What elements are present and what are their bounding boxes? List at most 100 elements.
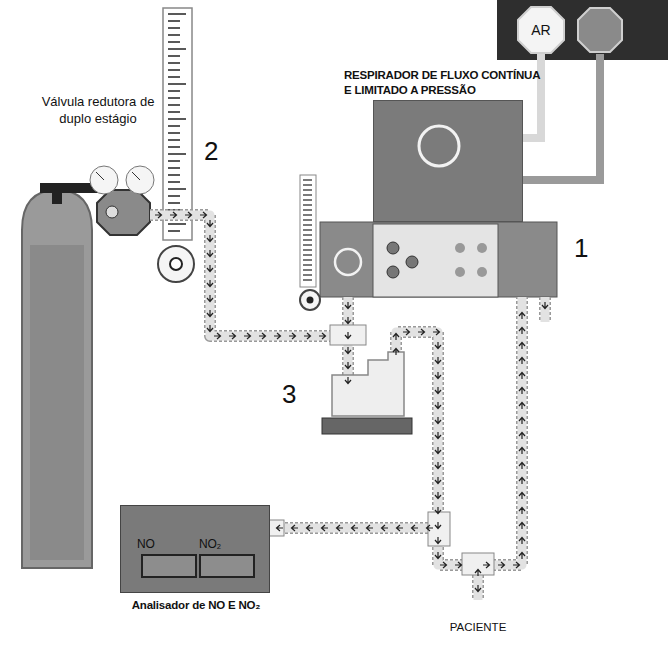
scale-tick bbox=[168, 195, 180, 197]
node-heading: RESPIRADOR DE FLUXO CONTÍNUA E LIMITADO … bbox=[344, 68, 544, 97]
sampling-tee bbox=[428, 512, 450, 546]
flow-arrow bbox=[307, 525, 314, 531]
flow-arrow bbox=[345, 362, 351, 369]
no-no2-analyzer: Analisador de NO E NO₂NONO₂ bbox=[120, 505, 270, 593]
flow-arrow bbox=[200, 212, 207, 218]
tube bbox=[541, 297, 550, 322]
scale-tick bbox=[303, 214, 312, 215]
scale-tick bbox=[303, 194, 312, 195]
arrow-stroke bbox=[345, 302, 351, 309]
control-panel bbox=[373, 224, 498, 297]
flow-arrow bbox=[435, 417, 441, 424]
respirator-base bbox=[320, 222, 557, 297]
flow-arrow bbox=[519, 418, 525, 425]
flow-arrow bbox=[542, 302, 548, 309]
scale-tick bbox=[303, 254, 312, 255]
node-heading: NO bbox=[137, 537, 205, 552]
flow-arrow bbox=[519, 343, 525, 350]
flow-arrow bbox=[435, 477, 441, 484]
analyzer-port bbox=[268, 520, 284, 536]
scale-tick bbox=[168, 34, 180, 36]
flow-arrow bbox=[435, 402, 441, 409]
tube bbox=[539, 297, 551, 322]
flow-arrow bbox=[214, 333, 221, 339]
dial bbox=[335, 249, 361, 275]
arrow-stroke bbox=[170, 212, 177, 218]
scale-tick bbox=[168, 69, 180, 71]
arrow-stroke bbox=[435, 402, 441, 409]
flow-arrow bbox=[435, 507, 441, 514]
flow-arrow bbox=[435, 342, 441, 349]
arrow-stroke bbox=[519, 463, 525, 470]
arrow-stroke bbox=[244, 333, 251, 339]
oxygen-outlet bbox=[578, 8, 622, 52]
flow-arrow bbox=[345, 377, 351, 384]
scale-tick bbox=[303, 224, 312, 225]
scale-tick bbox=[168, 230, 180, 232]
scale-tick bbox=[303, 274, 312, 275]
flow-arrow bbox=[207, 265, 213, 272]
scale-tick bbox=[303, 279, 312, 280]
tube bbox=[150, 215, 336, 336]
arrow-stroke bbox=[207, 295, 213, 302]
arrow-stroke bbox=[519, 313, 525, 320]
flow-arrow bbox=[367, 525, 374, 531]
arrow-stroke bbox=[207, 280, 213, 287]
respirator-ring bbox=[373, 100, 523, 222]
flow-knob bbox=[300, 290, 320, 310]
flow-arrow bbox=[475, 570, 481, 577]
scale-tick bbox=[168, 76, 180, 78]
arrow-stroke bbox=[435, 342, 441, 349]
tube bbox=[270, 524, 438, 533]
callout-number: 2 bbox=[204, 135, 234, 169]
arrow-stroke bbox=[483, 562, 490, 568]
flow-arrow bbox=[345, 347, 351, 354]
flow-arrow bbox=[207, 220, 213, 227]
arrow-stroke bbox=[185, 212, 192, 218]
flow-arrow bbox=[435, 492, 441, 499]
scale-tick bbox=[303, 204, 312, 205]
flow-arrow bbox=[345, 317, 351, 324]
arrow-stroke bbox=[455, 562, 462, 568]
flow-arrow bbox=[519, 463, 525, 470]
button bbox=[455, 267, 465, 277]
arrow-stroke bbox=[319, 333, 326, 339]
arrow-stroke bbox=[435, 372, 441, 379]
flow-arrow bbox=[513, 562, 520, 568]
arrow-stroke bbox=[435, 537, 441, 544]
flow-arrow bbox=[498, 562, 505, 568]
scale-tick bbox=[168, 48, 186, 50]
flow-arrow bbox=[519, 388, 525, 395]
flowmeter-tube bbox=[300, 175, 316, 287]
flow-arrow bbox=[435, 522, 441, 529]
scale-tick bbox=[168, 202, 180, 204]
flow-arrow bbox=[435, 357, 441, 364]
tube bbox=[478, 297, 522, 565]
flow-arrow bbox=[418, 329, 425, 335]
gas-cylinder bbox=[22, 190, 92, 568]
arrow-stroke bbox=[519, 523, 525, 530]
arrow-stroke bbox=[435, 357, 441, 364]
flow-arrow bbox=[519, 493, 525, 500]
flow-arrow bbox=[322, 525, 329, 531]
flow-arrow bbox=[207, 325, 213, 332]
tube bbox=[270, 522, 438, 534]
arrow-stroke bbox=[345, 362, 351, 369]
scale-tick bbox=[168, 146, 180, 148]
scale-tick bbox=[168, 188, 186, 190]
arrow-stroke bbox=[418, 329, 425, 335]
flow-arrow bbox=[345, 302, 351, 309]
flow-arrow bbox=[397, 525, 404, 531]
scale-tick bbox=[168, 97, 180, 99]
arrow-stroke bbox=[207, 250, 213, 257]
knob bbox=[406, 256, 418, 268]
arrow-stroke bbox=[393, 349, 399, 356]
scale-tick bbox=[168, 167, 180, 169]
flow-arrow bbox=[207, 310, 213, 317]
flow-arrow bbox=[244, 333, 251, 339]
tube bbox=[150, 215, 336, 336]
arrow-stroke bbox=[519, 433, 525, 440]
flow-arrow bbox=[519, 358, 525, 365]
arrow-stroke bbox=[433, 329, 440, 335]
flow-arrow bbox=[352, 525, 359, 531]
